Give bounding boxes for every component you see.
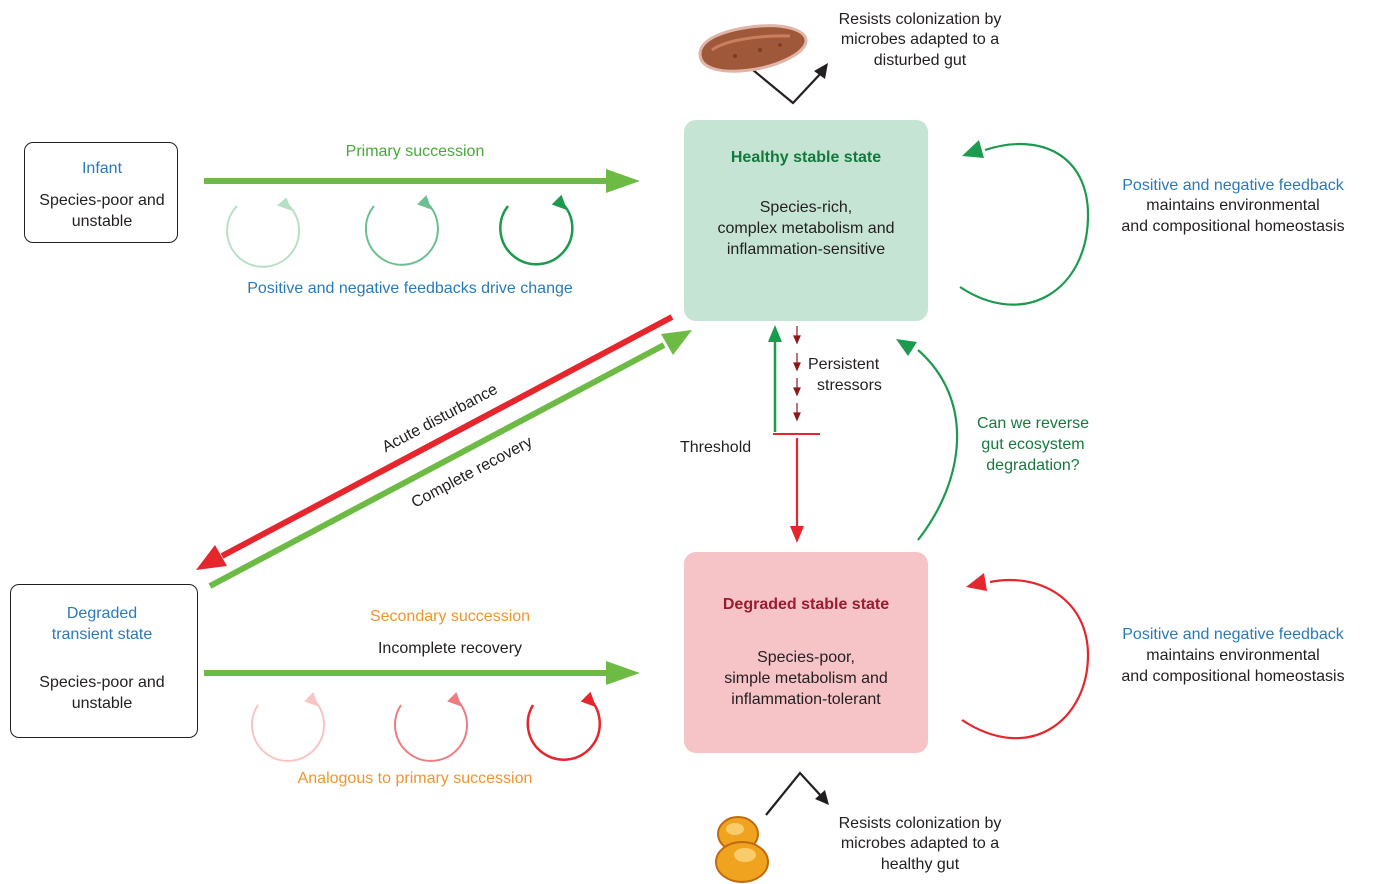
degraded-state-line2: simple metabolism and xyxy=(724,670,888,687)
feedback-loop-icon xyxy=(251,692,325,762)
orange-microbe-icon xyxy=(715,816,769,883)
degraded-state-title: Degraded stable state xyxy=(722,596,890,613)
feedback-loop-icon xyxy=(499,194,574,266)
healthy-stable-state: Healthy stable state Species-rich, compl… xyxy=(684,120,928,321)
healthy-state-line3: inflammation-sensitive xyxy=(726,241,886,258)
degraded-state-line3: inflammation-tolerant xyxy=(731,691,881,708)
persistent-stressors-line2: stressors xyxy=(817,377,882,394)
resist-top-line2: microbes adapted to a xyxy=(840,31,1000,48)
complete-recovery-arrow xyxy=(208,330,692,589)
degradation-arrow xyxy=(790,438,804,543)
threshold-return-arrow xyxy=(768,325,782,432)
acute-disturbance-arrow xyxy=(196,314,674,570)
resist-top-line1: Resists colonization by xyxy=(838,11,1002,28)
threshold-label: Threshold xyxy=(680,439,752,456)
feedbacks-drive-change-label: Positive and negative feedbacks drive ch… xyxy=(247,280,573,297)
resist-top-arrow xyxy=(752,63,828,105)
persistent-stressors-line1: Persistent xyxy=(808,356,880,373)
secondary-succession-arrow xyxy=(204,661,640,685)
resist-top-line3: disturbed gut xyxy=(873,52,967,69)
persistent-stressor-arrows xyxy=(793,326,801,422)
infant-title: Infant xyxy=(81,160,123,177)
infant-desc-line1: Species-poor and xyxy=(39,192,165,209)
healthy-state-line1: Species-rich, xyxy=(759,199,853,216)
healthy-state-line2: complex metabolism and xyxy=(717,220,895,237)
feedback-loop-icon xyxy=(394,692,468,762)
primary-succession-label: Primary succession xyxy=(345,143,485,160)
degraded-transient-title-line1: Degraded xyxy=(66,605,138,622)
reverse-question-line2: gut ecosystem xyxy=(981,436,1085,453)
feedback-loop-icon xyxy=(226,197,301,268)
degraded-stable-state: Degraded stable state Species-poor, simp… xyxy=(684,552,928,753)
feedback-top-line3: and compositional homeostasis xyxy=(1121,218,1345,235)
healthy-state-title: Healthy stable state xyxy=(730,149,882,166)
resist-bottom-arrow xyxy=(765,771,829,816)
reverse-degradation-arrow xyxy=(896,339,959,541)
degraded-homeostasis-loop xyxy=(961,573,1090,740)
feedback-top-line1: Positive and negative feedback xyxy=(1122,177,1344,194)
infant-feedback-loops xyxy=(226,194,574,268)
feedback-loop-icon xyxy=(364,195,439,266)
infant-box: Infant Species-poor and unstable xyxy=(24,142,178,243)
infant-desc-line2: unstable xyxy=(71,213,133,230)
healthy-homeostasis-loop xyxy=(959,140,1090,306)
feedback-loop-icon xyxy=(526,691,601,761)
resist-bottom-line3: healthy gut xyxy=(880,856,960,873)
feedback-bottom-line1: Positive and negative feedback xyxy=(1122,626,1344,643)
degraded-transient-desc-line2: unstable xyxy=(71,695,133,712)
secondary-succession-label: Secondary succession xyxy=(369,608,531,625)
reverse-question-line1: Can we reverse xyxy=(976,415,1090,432)
feedback-top-line2: maintains environmental xyxy=(1146,197,1320,214)
brown-microbe-icon xyxy=(698,24,808,73)
secondary-feedback-loops xyxy=(251,691,601,762)
analogous-primary-succession-label: Analogous to primary succession xyxy=(297,770,533,787)
incomplete-recovery-label: Incomplete recovery xyxy=(377,640,523,657)
degraded-transient-box: Degraded transient state Species-poor an… xyxy=(10,584,198,738)
feedback-bottom-line2: maintains environmental xyxy=(1146,647,1320,664)
resist-bottom-line1: Resists colonization by xyxy=(838,815,1002,832)
primary-succession-arrow xyxy=(204,169,640,193)
resist-bottom-line2: microbes adapted to a xyxy=(840,835,1000,852)
feedback-bottom-line3: and compositional homeostasis xyxy=(1121,668,1345,685)
degraded-state-line1: Species-poor, xyxy=(757,649,855,666)
degraded-transient-title-line2: transient state xyxy=(51,626,153,643)
degraded-transient-desc-line1: Species-poor and xyxy=(39,674,165,691)
reverse-question-line3: degradation? xyxy=(986,457,1080,474)
